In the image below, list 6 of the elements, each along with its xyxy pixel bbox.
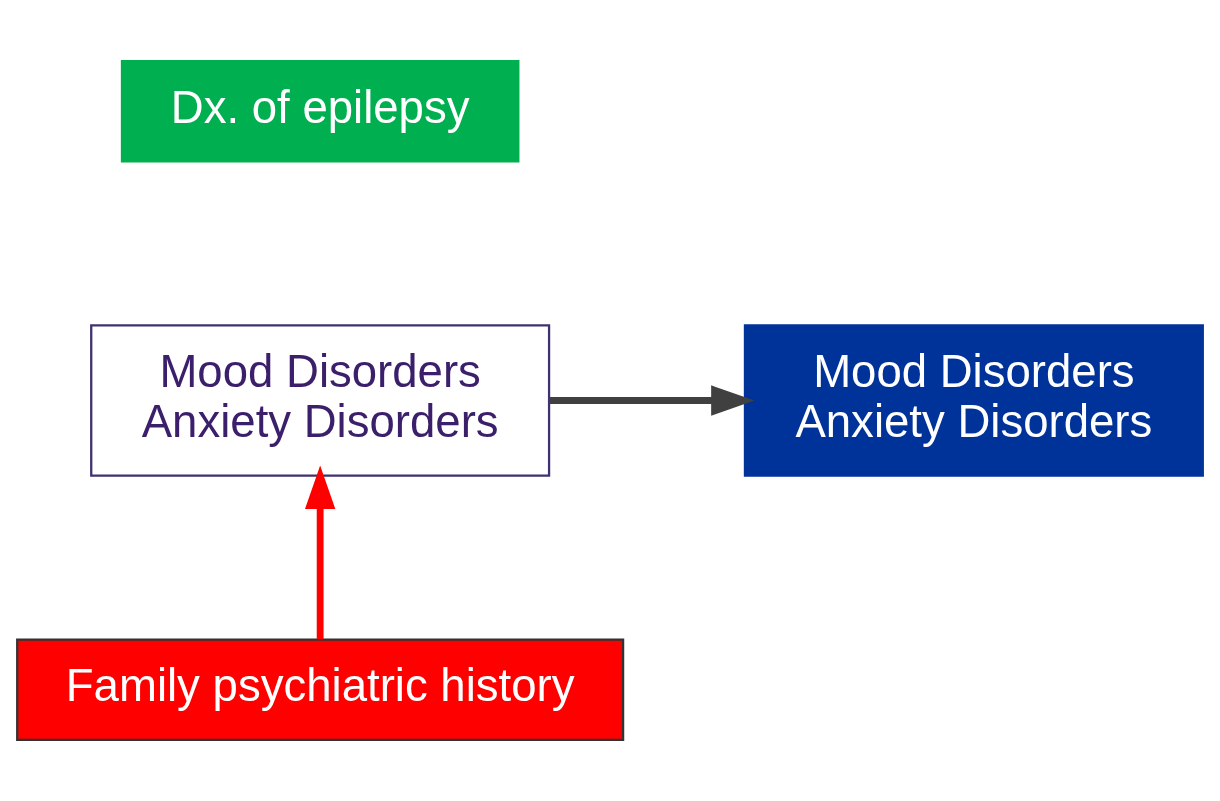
node-box: Family psychiatric history bbox=[16, 638, 625, 742]
node-box: Mood Disorders Anxiety Disorders bbox=[743, 324, 1204, 477]
arrow bbox=[304, 465, 336, 640]
node-box: Dx. of epilepsy bbox=[120, 59, 520, 163]
node-box: Mood Disorders Anxiety Disorders bbox=[90, 324, 551, 477]
arrow bbox=[549, 385, 755, 416]
